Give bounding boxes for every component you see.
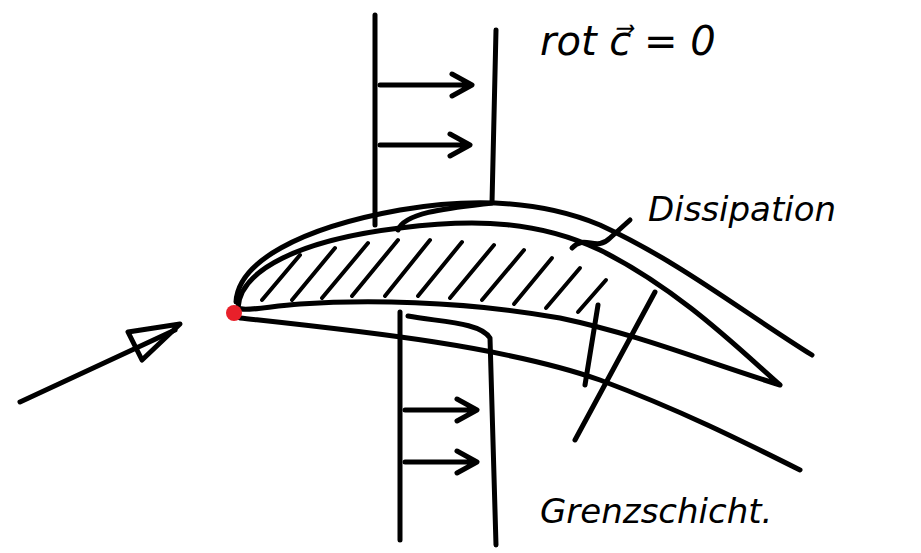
- velocity-arrow: [380, 74, 472, 96]
- velocity-profile: [398, 30, 496, 230]
- leader-line: [585, 305, 598, 385]
- label: rot c⃗ = 0: [540, 18, 716, 64]
- inflow-arrow: [20, 330, 175, 402]
- boundary-layer-edge: [240, 318, 800, 470]
- leader-line: [572, 220, 630, 248]
- velocity-arrow: [380, 134, 470, 156]
- leader-line: [575, 292, 655, 440]
- velocity-arrow: [405, 451, 477, 473]
- stagnation-point: [226, 305, 242, 321]
- velocity-profile: [408, 316, 496, 545]
- label: Grenzschicht.: [540, 492, 772, 531]
- label: Dissipation: [648, 190, 836, 229]
- velocity-profile: [373, 15, 378, 225]
- inflow-arrowhead: [128, 324, 180, 360]
- velocity-profile: [398, 312, 403, 540]
- airfoil-outline: [238, 223, 780, 385]
- velocity-arrow: [405, 399, 477, 421]
